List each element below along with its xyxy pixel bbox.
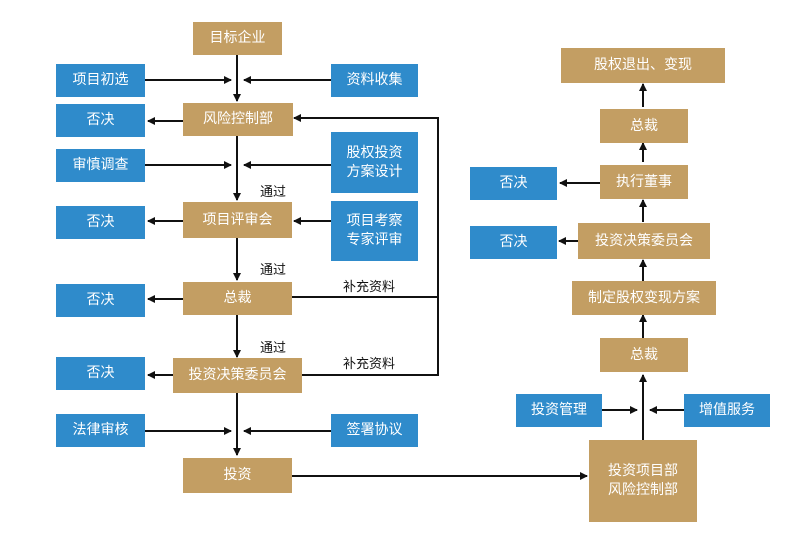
node-value-add: 增值服务: [684, 394, 770, 427]
node-data-collection: 资料收集: [331, 64, 418, 97]
node-plan-design: 股权投资 方案设计: [331, 132, 418, 193]
node-veto-5: 否决: [470, 226, 557, 259]
node-exit: 股权退出、变现: [561, 48, 725, 83]
label-pass-1: 通过: [260, 185, 287, 200]
node-veto-4: 否决: [56, 357, 145, 390]
feedback-line: [292, 114, 439, 376]
node-invest: 投资: [183, 458, 292, 493]
node-legal: 法律审核: [56, 414, 145, 447]
node-sign: 签署协议: [331, 414, 418, 447]
node-screening: 项目初选: [56, 64, 145, 97]
node-risk-control: 风险控制部: [183, 103, 293, 136]
node-target: 目标企业: [193, 22, 282, 55]
node-invest-risk-dept: 投资项目部 风险控制部: [589, 440, 697, 522]
node-exit-plan: 制定股权变现方案: [572, 281, 716, 315]
node-exec-director: 执行董事: [600, 165, 688, 199]
node-committee: 投资决策委员会: [173, 358, 302, 393]
label-pass-2: 通过: [260, 263, 287, 278]
node-gm-3: 总裁: [600, 109, 688, 143]
node-gm-2: 总裁: [600, 338, 688, 372]
label-pass-3: 通过: [260, 341, 287, 356]
node-veto-6: 否决: [470, 167, 557, 200]
node-committee-2: 投资决策委员会: [578, 223, 710, 259]
node-veto-2: 否决: [56, 206, 145, 239]
node-veto-1: 否决: [56, 104, 145, 137]
node-expert-review: 项目考察 专家评审: [331, 201, 418, 261]
node-veto-3: 否决: [56, 284, 145, 317]
node-management: 投资管理: [516, 394, 602, 427]
label-supplement-1: 补充资料: [343, 280, 396, 295]
node-project-review: 项目评审会: [183, 202, 292, 238]
label-supplement-2: 补充资料: [343, 357, 396, 372]
node-due-diligence: 审慎调查: [56, 149, 145, 182]
node-gm: 总裁: [183, 282, 292, 315]
